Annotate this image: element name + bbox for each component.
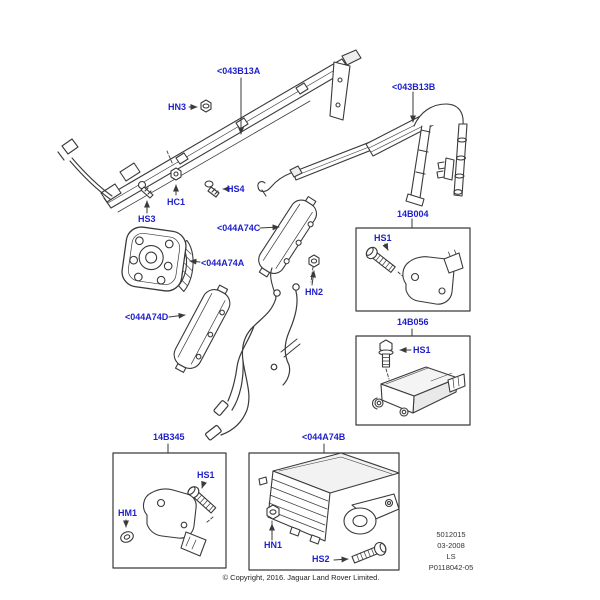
side-impact-sensor-box-drawing (355, 227, 471, 312)
callout-hc1[interactable]: HC1 (167, 197, 186, 207)
callout-hn1[interactable]: HN1 (264, 540, 283, 550)
callout-044a74d[interactable]: <044A74D (125, 312, 169, 322)
callout-14b056[interactable]: 14B056 (397, 317, 429, 327)
callout-hs4[interactable]: HS4 (227, 184, 245, 194)
callout-14b345[interactable]: 14B345 (153, 432, 185, 442)
callout-043b13a[interactable]: <043B13A (217, 66, 261, 76)
leader-lines (123, 77, 416, 563)
callout-14b004[interactable]: 14B004 (397, 209, 429, 219)
callout-hn2[interactable]: HN2 (305, 287, 324, 297)
figure-number: 5012015 (436, 530, 466, 539)
fastener-glyphs-left (137, 99, 220, 199)
driver-airbag-module-drawing (121, 226, 194, 293)
callout-hs1-14b056[interactable]: HS1 (413, 345, 431, 355)
callout-hs3[interactable]: HS3 (138, 214, 156, 224)
drawing-number: P0118042-05 (428, 563, 474, 572)
callout-hs1-14b004[interactable]: HS1 (374, 233, 392, 243)
copyright-text: © Copyright, 2016. Jaguar Land Rover Lim… (222, 573, 380, 582)
restraints-control-module-box-drawing (355, 335, 471, 426)
front-impact-sensor-box-drawing (112, 452, 227, 569)
callout-044a74a[interactable]: <044A74A (201, 258, 245, 268)
side-airbag-d-drawing (173, 284, 231, 373)
callout-hn3[interactable]: HN3 (168, 102, 187, 112)
side-airbag-c-drawing (258, 195, 320, 299)
callout-hs1-14b345[interactable]: HS1 (197, 470, 215, 480)
figure-date: 03-2008 (437, 541, 465, 550)
callout-043b13b[interactable]: <043B13B (392, 82, 436, 92)
curtain-airbag-left-drawing (57, 49, 362, 213)
callout-044a74b[interactable]: <044A74B (302, 432, 346, 442)
callout-044a74c[interactable]: <044A74C (217, 223, 261, 233)
curtain-airbag-right-drawing (257, 103, 468, 207)
catalog-info-block: 5012015 03-2008 LS P0118042-05 (404, 529, 498, 573)
callout-hm1[interactable]: HM1 (118, 508, 138, 518)
passenger-airbag-box-drawing (248, 452, 400, 571)
model-code: LS (446, 552, 456, 561)
wiring-harness-drawing (205, 283, 301, 441)
callout-hs2[interactable]: HS2 (312, 554, 330, 564)
